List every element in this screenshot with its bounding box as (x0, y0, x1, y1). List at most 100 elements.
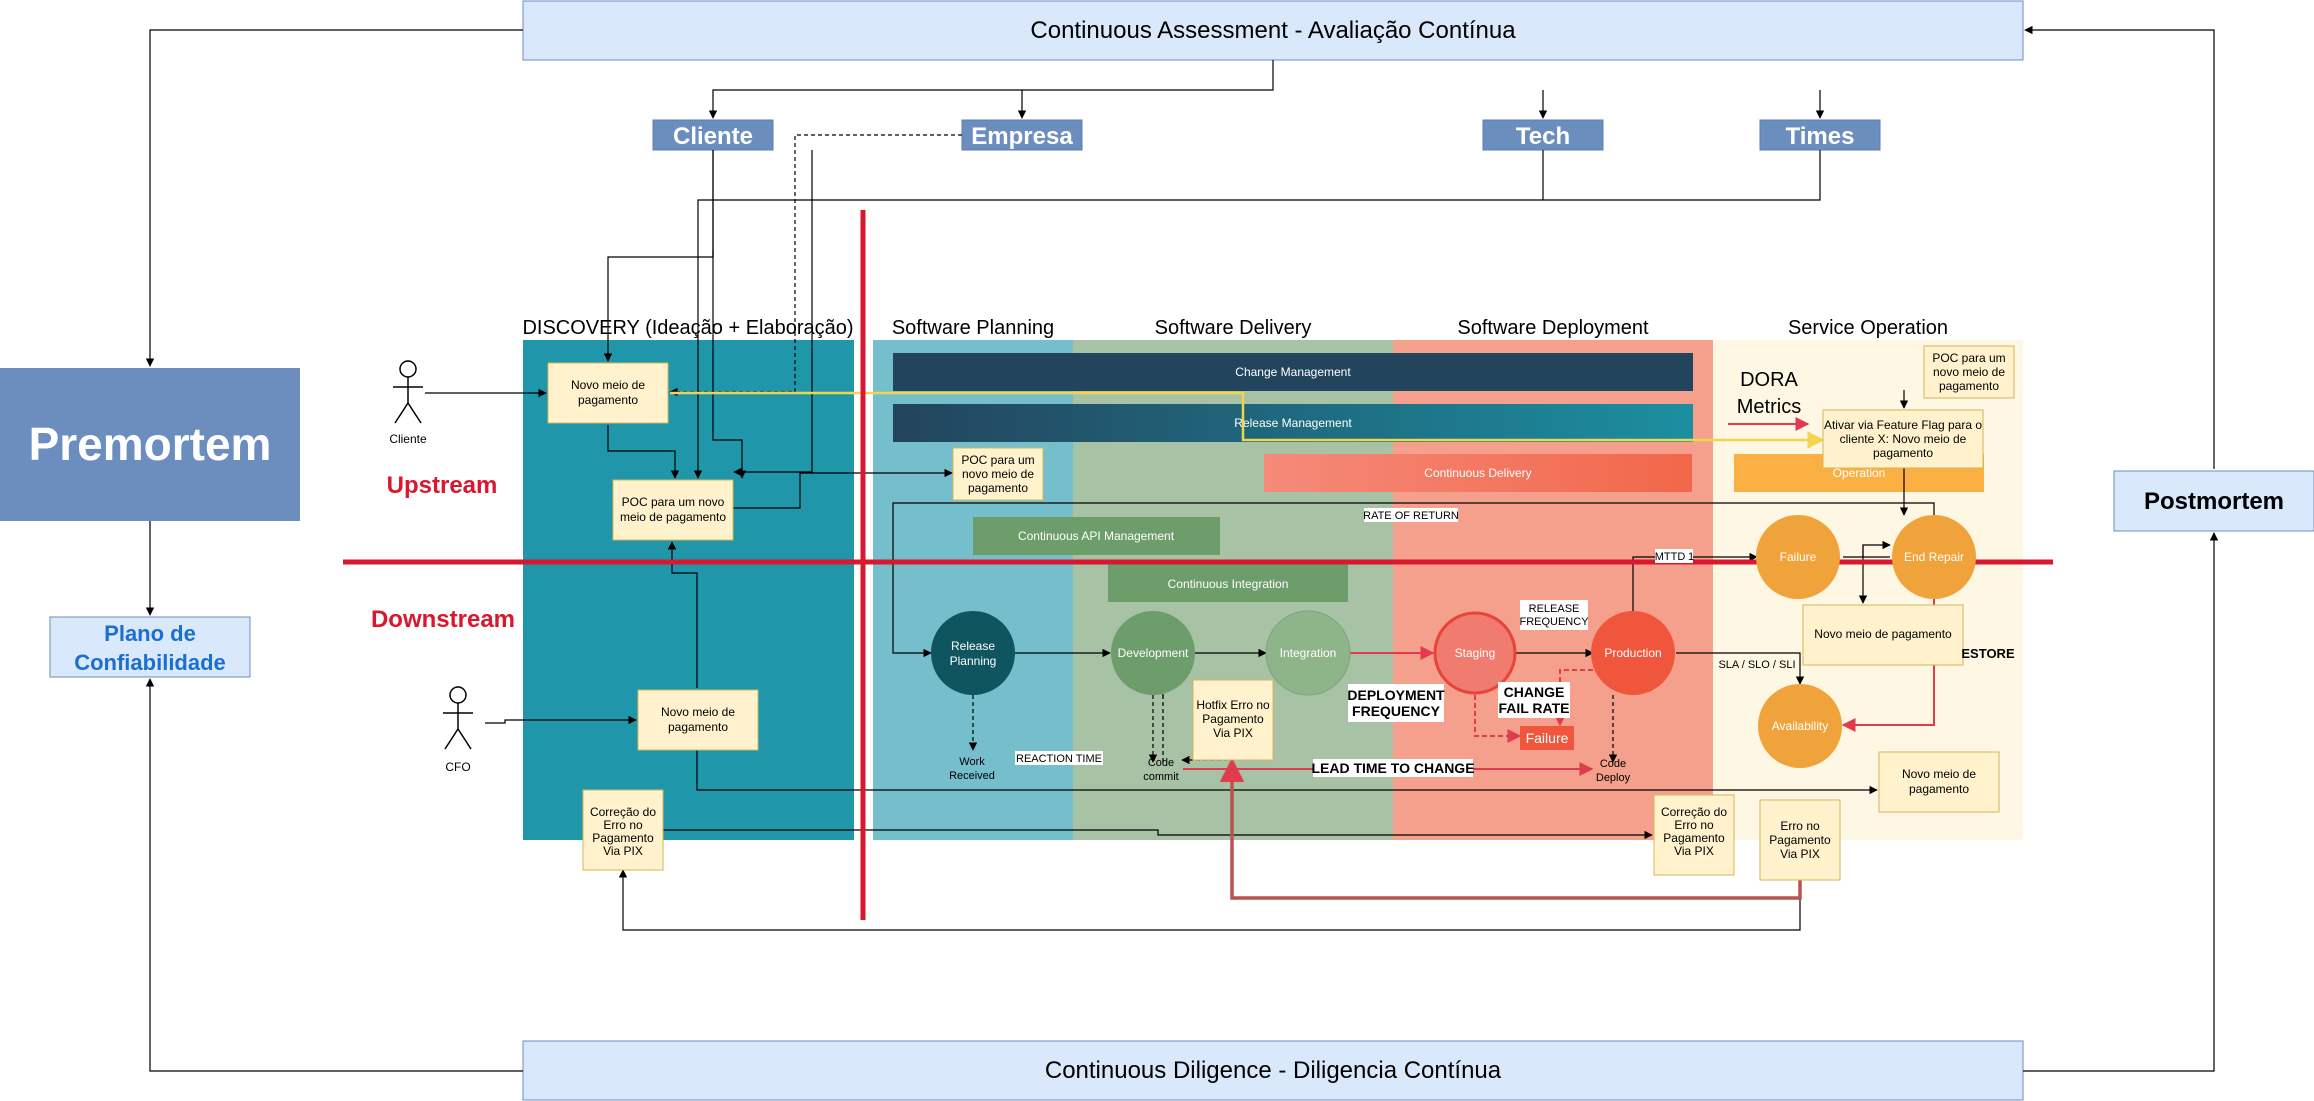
svg-text:Via PIX: Via PIX (1780, 847, 1820, 861)
note-hotfix: Hotfix Erro no Pagamento Via PIX (1192, 679, 1274, 761)
integration-node (1265, 610, 1351, 696)
premortem-label: Premortem (29, 418, 272, 470)
continuous-integration-label: Continuous Integration (1168, 577, 1289, 591)
release-frequency-2: FREQUENCY (1519, 616, 1589, 628)
continuous-assessment-label: Continuous Assessment - Avaliação Contín… (1030, 17, 1516, 44)
note-poc-3: POC para um novo meio de pagamento (1923, 345, 2015, 399)
code-commit-1: Code (1148, 757, 1174, 769)
integration-label: Integration (1280, 646, 1337, 660)
svg-text:pagamento: pagamento (1939, 379, 1999, 393)
svg-text:pagamento: pagamento (1909, 782, 1969, 796)
svg-text:Pagamento: Pagamento (1663, 831, 1725, 845)
svg-text:Novo meio de: Novo meio de (1902, 767, 1976, 781)
note-poc-2: POC para um novo meio de pagamento (952, 447, 1044, 501)
svg-text:pagamento: pagamento (1873, 446, 1933, 460)
tag-cliente (652, 119, 774, 151)
code-deploy-2: Deploy (1596, 772, 1631, 784)
restore-label: ESTORE (1961, 646, 2015, 661)
dora-metrics-1: DORA (1740, 369, 1798, 391)
postmortem-box (2113, 470, 2314, 532)
connectors (145, 25, 2219, 1072)
release-planning-label-1: Release (951, 639, 995, 653)
svg-text:Correção do: Correção do (1661, 805, 1727, 819)
continuous-delivery-label: Continuous Delivery (1424, 466, 1531, 480)
tag-empresa-label: Empresa (971, 123, 1073, 150)
development-node (1111, 611, 1195, 695)
phase-delivery: Software Delivery (1155, 317, 1312, 339)
note-erro-pix: Erro no Pagamento Via PIX (1759, 799, 1841, 881)
premortem-box (0, 368, 300, 521)
staging-label: Staging (1455, 646, 1496, 660)
change-management-label: Change Management (1235, 365, 1351, 379)
release-management-bar (893, 404, 1693, 442)
svg-text:Erro no: Erro no (1780, 819, 1820, 833)
hotfix-return-line (1219, 757, 1802, 900)
tag-tech-label: Tech (1516, 123, 1570, 150)
release-frequency-1: RELEASE (1529, 603, 1580, 615)
continuous-assessment-bar (522, 0, 2024, 61)
svg-text:pagamento: pagamento (668, 720, 728, 734)
svg-text:Via PIX: Via PIX (1674, 844, 1714, 858)
phase-deployment: Software Deployment (1457, 317, 1649, 339)
note-novo-meio-final: Novo meio de pagamento (1878, 751, 2000, 813)
actor-cfo-label: CFO (445, 760, 470, 774)
feature-flag-line (670, 391, 1825, 449)
availability-label: Availability (1772, 719, 1828, 733)
actor-cfo-icon (443, 686, 473, 750)
code-commit-2: commit (1143, 771, 1178, 783)
svg-text:Via PIX: Via PIX (603, 844, 643, 858)
change-management-bar (893, 353, 1693, 391)
svg-text:meio de pagamento: meio de pagamento (620, 510, 726, 524)
mttd-suffix: 1 (1688, 551, 1694, 563)
dora-metrics-2: Metrics (1737, 396, 1801, 418)
svg-text:Novo meio de pagamento: Novo meio de pagamento (1814, 627, 1952, 641)
note-feature-flag: Ativar via Feature Flag para o cliente X… (1822, 409, 1984, 469)
continuous-api-bar (973, 517, 1220, 555)
deployment-frequency-1: DEPLOYMENT (1347, 687, 1445, 703)
lead-time-label: LEAD TIME TO CHANGE (1311, 760, 1474, 776)
svg-text:novo meio de: novo meio de (962, 467, 1034, 481)
failure-node (1756, 515, 1840, 599)
svg-text:cliente X: Novo meio de: cliente X: Novo meio de (1840, 432, 1967, 446)
postmortem-label: Postmortem (2144, 488, 2284, 515)
operation-label: Operation (1833, 466, 1886, 480)
actor-cliente-icon (393, 360, 423, 424)
phase-operation: Service Operation (1788, 317, 1948, 339)
svg-text:Ativar via Feature Flag para o: Ativar via Feature Flag para o (1824, 418, 1982, 432)
actor-cliente-label: Cliente (389, 432, 427, 446)
production-node (1591, 611, 1675, 695)
failure-box (1520, 726, 1574, 750)
sla-slo-sli-label: SLA / SLO / SLI (1718, 659, 1795, 671)
upstream-label: Upstream (387, 472, 498, 499)
svg-text:Hotfix Erro no: Hotfix Erro no (1196, 698, 1270, 712)
code-deploy-1: Code (1600, 758, 1626, 770)
svg-text:Correção do: Correção do (590, 805, 656, 819)
svg-text:POC para um novo: POC para um novo (622, 495, 725, 509)
change-fail-rate-2: FAIL RATE (1498, 700, 1569, 716)
end-repair-label: End Repair (1904, 550, 1964, 564)
end-repair-node (1892, 515, 1976, 599)
tag-times-label: Times (1786, 123, 1855, 150)
continuous-api-label: Continuous API Management (1018, 529, 1175, 543)
change-fail-rate-1: CHANGE (1504, 684, 1565, 700)
svg-text:Erro no: Erro no (1674, 818, 1714, 832)
note-correcao-1: Correção do Erro no Pagamento Via PIX (582, 789, 664, 871)
production-label: Production (1604, 646, 1661, 660)
plano-label-2: Confiabilidade (74, 650, 226, 675)
svg-text:POC para um: POC para um (961, 453, 1034, 467)
svg-text:Via PIX: Via PIX (1213, 726, 1253, 740)
svg-text:pagamento: pagamento (578, 393, 638, 407)
note-novo-meio-op: Novo meio de pagamento (1802, 604, 1964, 666)
failure-box-label: Failure (1526, 730, 1569, 746)
reaction-time-label: REACTION TIME (1016, 753, 1102, 765)
continuous-integration-bar (1108, 564, 1348, 602)
staging-node (1433, 611, 1517, 695)
release-management-label: Release Management (1234, 416, 1352, 430)
deployment-frequency-2: FREQUENCY (1352, 703, 1441, 719)
release-planning-label-2: Planning (950, 654, 997, 668)
plano-label-1: Plano de (104, 621, 196, 646)
svg-text:Novo meio de: Novo meio de (661, 705, 735, 719)
note-novo-meio-1: Novo meio de pagamento (547, 362, 669, 424)
release-planning-node (931, 611, 1015, 695)
svg-text:Pagamento: Pagamento (1769, 833, 1831, 847)
